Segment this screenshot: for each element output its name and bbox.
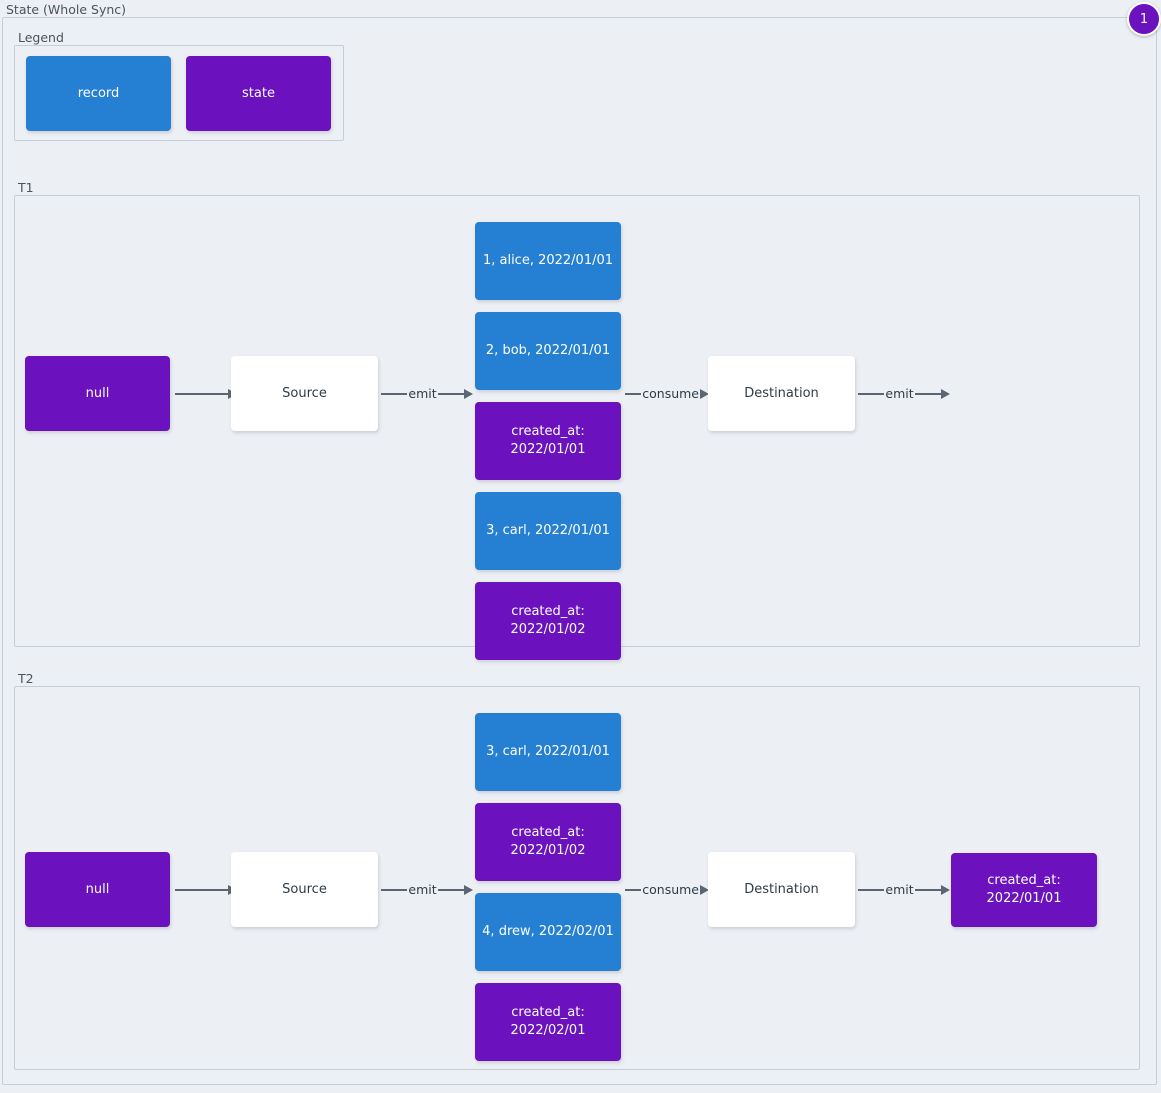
edge-line (914, 889, 941, 891)
t2-source-node: Source (231, 852, 378, 927)
t1-emitted-item: 2, bob, 2022/01/01 (475, 312, 621, 390)
arrow-head-icon (700, 885, 709, 895)
t2-emitted-item: 3, carl, 2022/01/01 (475, 713, 621, 791)
edge-line (381, 393, 408, 395)
t1-initial-state-node: null (25, 356, 170, 431)
t2-label: T2 (18, 671, 34, 686)
t2-body: null Source emit 3, carl, 2022/01/01 cre… (14, 686, 1140, 1070)
edge-line (437, 889, 464, 891)
t1-emitted-item: 1, alice, 2022/01/01 (475, 222, 621, 300)
t2-destination-node: Destination (708, 852, 855, 927)
arrow-head-icon (464, 389, 473, 399)
legend-body: record state (14, 45, 344, 141)
t1-edge-destination-emit: emit (858, 385, 950, 403)
t1-emitted-item: 3, carl, 2022/01/01 (475, 492, 621, 570)
legend-swatch-state: state (186, 56, 331, 131)
edge-label: emit (885, 882, 914, 897)
edge-line (175, 889, 228, 891)
step-badge[interactable]: 1 (1127, 2, 1161, 36)
arrow-head-icon (941, 389, 950, 399)
t2-final-state-node: created_at: 2022/01/01 (951, 853, 1097, 927)
t1-edge-consume: consume (625, 385, 709, 403)
edge-label: emit (885, 386, 914, 401)
legend-label: Legend (18, 30, 64, 45)
edge-line (625, 889, 642, 891)
t2-edge-consume: consume (625, 881, 709, 899)
edge-label: consume (642, 882, 699, 897)
t2-edge-destination-emit: emit (858, 881, 950, 899)
t1-edge-state-to-source (175, 385, 237, 403)
edge-line (858, 889, 885, 891)
legend-cluster: Legend record state (14, 31, 344, 143)
t2-cluster: T2 null Source emit 3, carl, 2022/01/01 … (14, 672, 1140, 1072)
t1-edge-source-emit: emit (381, 385, 473, 403)
t1-emitted-item: created_at: 2022/01/01 (475, 402, 621, 480)
arrow-head-icon (700, 389, 709, 399)
t1-cluster: T1 null Source emit 1, alice, 2022/01/01… (14, 180, 1140, 660)
arrow-head-icon (941, 885, 950, 895)
edge-line (914, 393, 941, 395)
t2-edge-state-to-source (175, 881, 237, 899)
t1-source-node: Source (231, 356, 378, 431)
arrow-head-icon (464, 885, 473, 895)
t2-edge-source-emit: emit (381, 881, 473, 899)
t1-destination-node: Destination (708, 356, 855, 431)
t1-label: T1 (18, 180, 34, 195)
edge-line (175, 393, 228, 395)
edge-label: emit (408, 882, 437, 897)
edge-line (437, 393, 464, 395)
edge-line (858, 393, 885, 395)
edge-line (381, 889, 408, 891)
t2-emitted-item: 4, drew, 2022/02/01 (475, 893, 621, 971)
t2-initial-state-node: null (25, 852, 170, 927)
edge-label: emit (408, 386, 437, 401)
t1-body: null Source emit 1, alice, 2022/01/01 2,… (14, 195, 1140, 660)
diagram-title: State (Whole Sync) (6, 2, 127, 17)
legend-swatch-record: record (26, 56, 171, 131)
t2-emitted-item: created_at: 2022/01/02 (475, 803, 621, 881)
edge-line (625, 393, 642, 395)
t2-emitted-item: created_at: 2022/02/01 (475, 983, 621, 1061)
edge-label: consume (642, 386, 699, 401)
t1-emitted-item: created_at: 2022/01/02 (475, 582, 621, 660)
